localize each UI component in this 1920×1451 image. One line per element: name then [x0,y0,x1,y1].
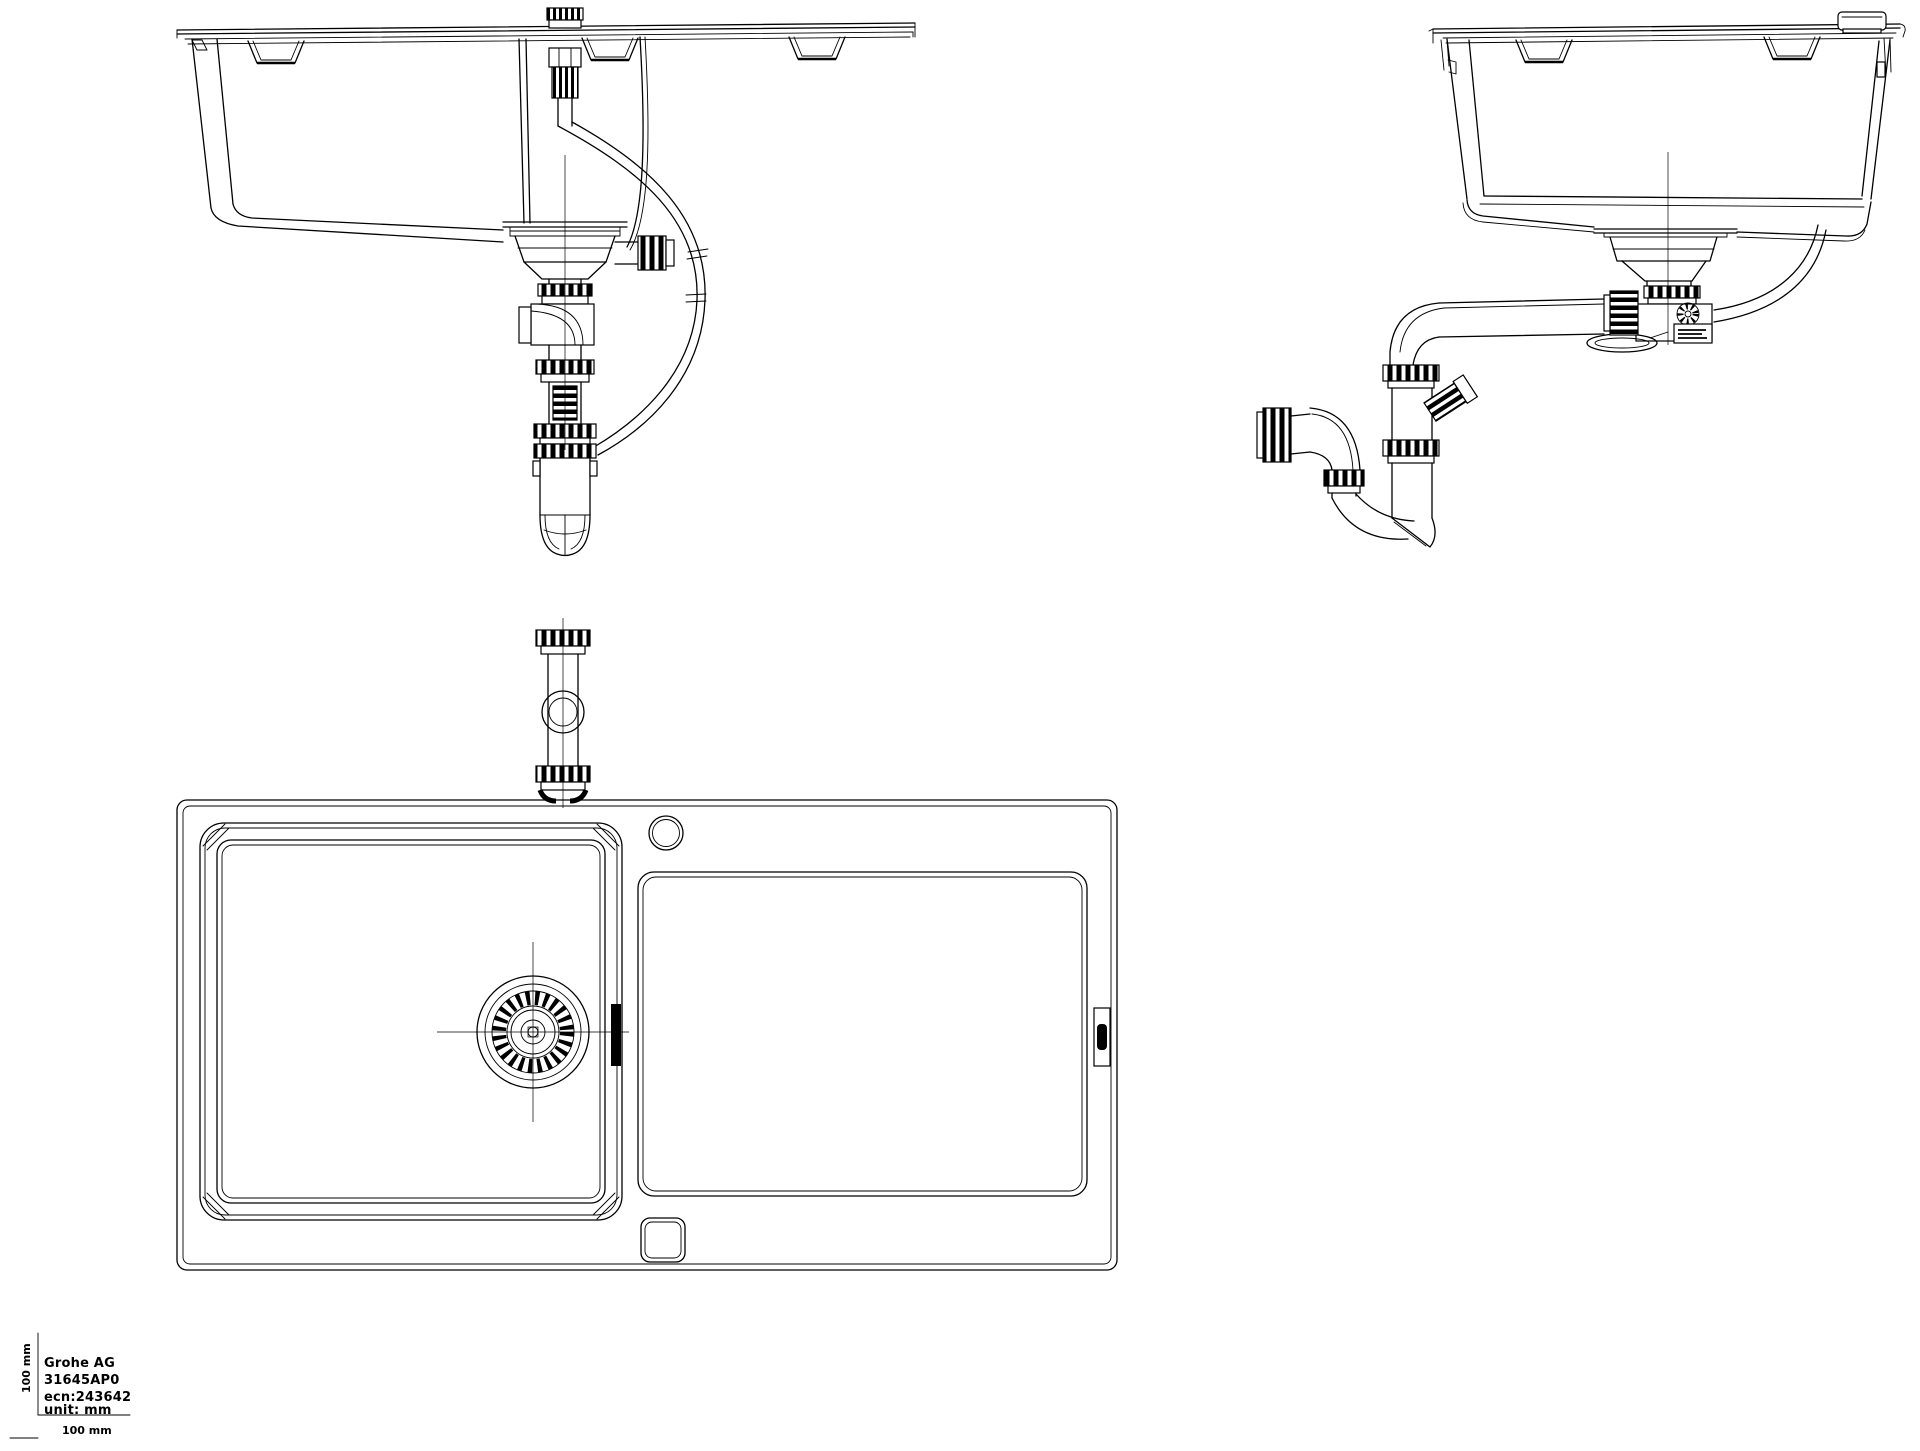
vertical-scale-label: 100 mm [20,1343,33,1393]
grohe-logo-badge [1093,1007,1111,1067]
unit-label: unit: mm [44,1403,112,1418]
manufacturer-label: Grohe AG [44,1356,115,1371]
overflow-cover [640,1217,686,1263]
faucet-hole [648,815,684,851]
front-view-drawing [176,7,916,557]
drain-strainer [437,942,629,1122]
title-block: Grohe AG 31645AP0 ecn:243642 unit: mm 10… [9,1332,131,1439]
standpipe-drawing [535,618,591,808]
horizontal-scale-label: 100 mm [62,1424,112,1437]
ecn-label: ecn:243642 [44,1390,131,1405]
plan-view-drawing [176,799,1118,1271]
part-number-label: 31645AP0 [44,1373,119,1388]
basin-divider-section-mark [611,1004,621,1066]
side-view-drawing [1256,11,1906,548]
